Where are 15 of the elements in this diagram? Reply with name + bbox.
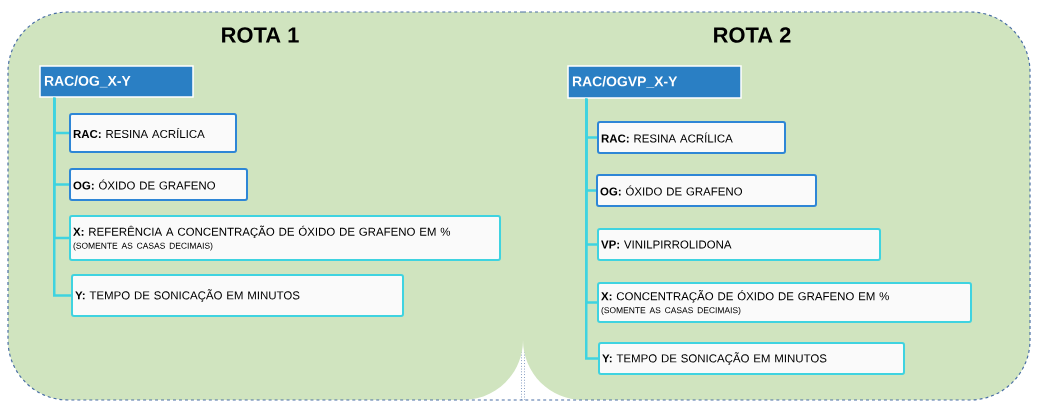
definition-box: OG: ÓXIDO DE GRAFENO (596, 174, 817, 207)
code-box: RAC/OG_X-Y (39, 65, 194, 98)
connector (585, 98, 598, 360)
definition-box: RAC: RESINA ACRÍLICA (69, 113, 237, 153)
definition-box: Y: TEMPO DE SONICAÇÃO EM MINUTOS (71, 274, 404, 317)
definition-box: OG: ÓXIDO DE GRAFENO (69, 168, 248, 201)
code-box: RAC/OGVP_X-Y (567, 65, 742, 99)
definition-box: Y: TEMPO DE SONICAÇÃO EM MINUTOS (598, 342, 905, 375)
definition-box: X: CONCENTRAÇÃO DE ÓXIDO DE GRAFENO EM % (SOMENTE AS CASAS DECIMAIS) (597, 282, 972, 323)
route-heading: ROTA 1 (222, 27, 299, 43)
definition-box: VP: VINILPIRROLIDONA (597, 228, 881, 261)
route-heading: ROTA 2 (714, 27, 791, 43)
definition-box: RAC: RESINA ACRÍLICA (597, 121, 786, 154)
connector (53, 97, 71, 297)
definition-box: X: REFERÊNCIA A CONCENTRAÇÃO DE ÓXIDO DE GRAFENO EM % (SOMENTE AS CASAS DECIMAIS) (69, 215, 501, 261)
